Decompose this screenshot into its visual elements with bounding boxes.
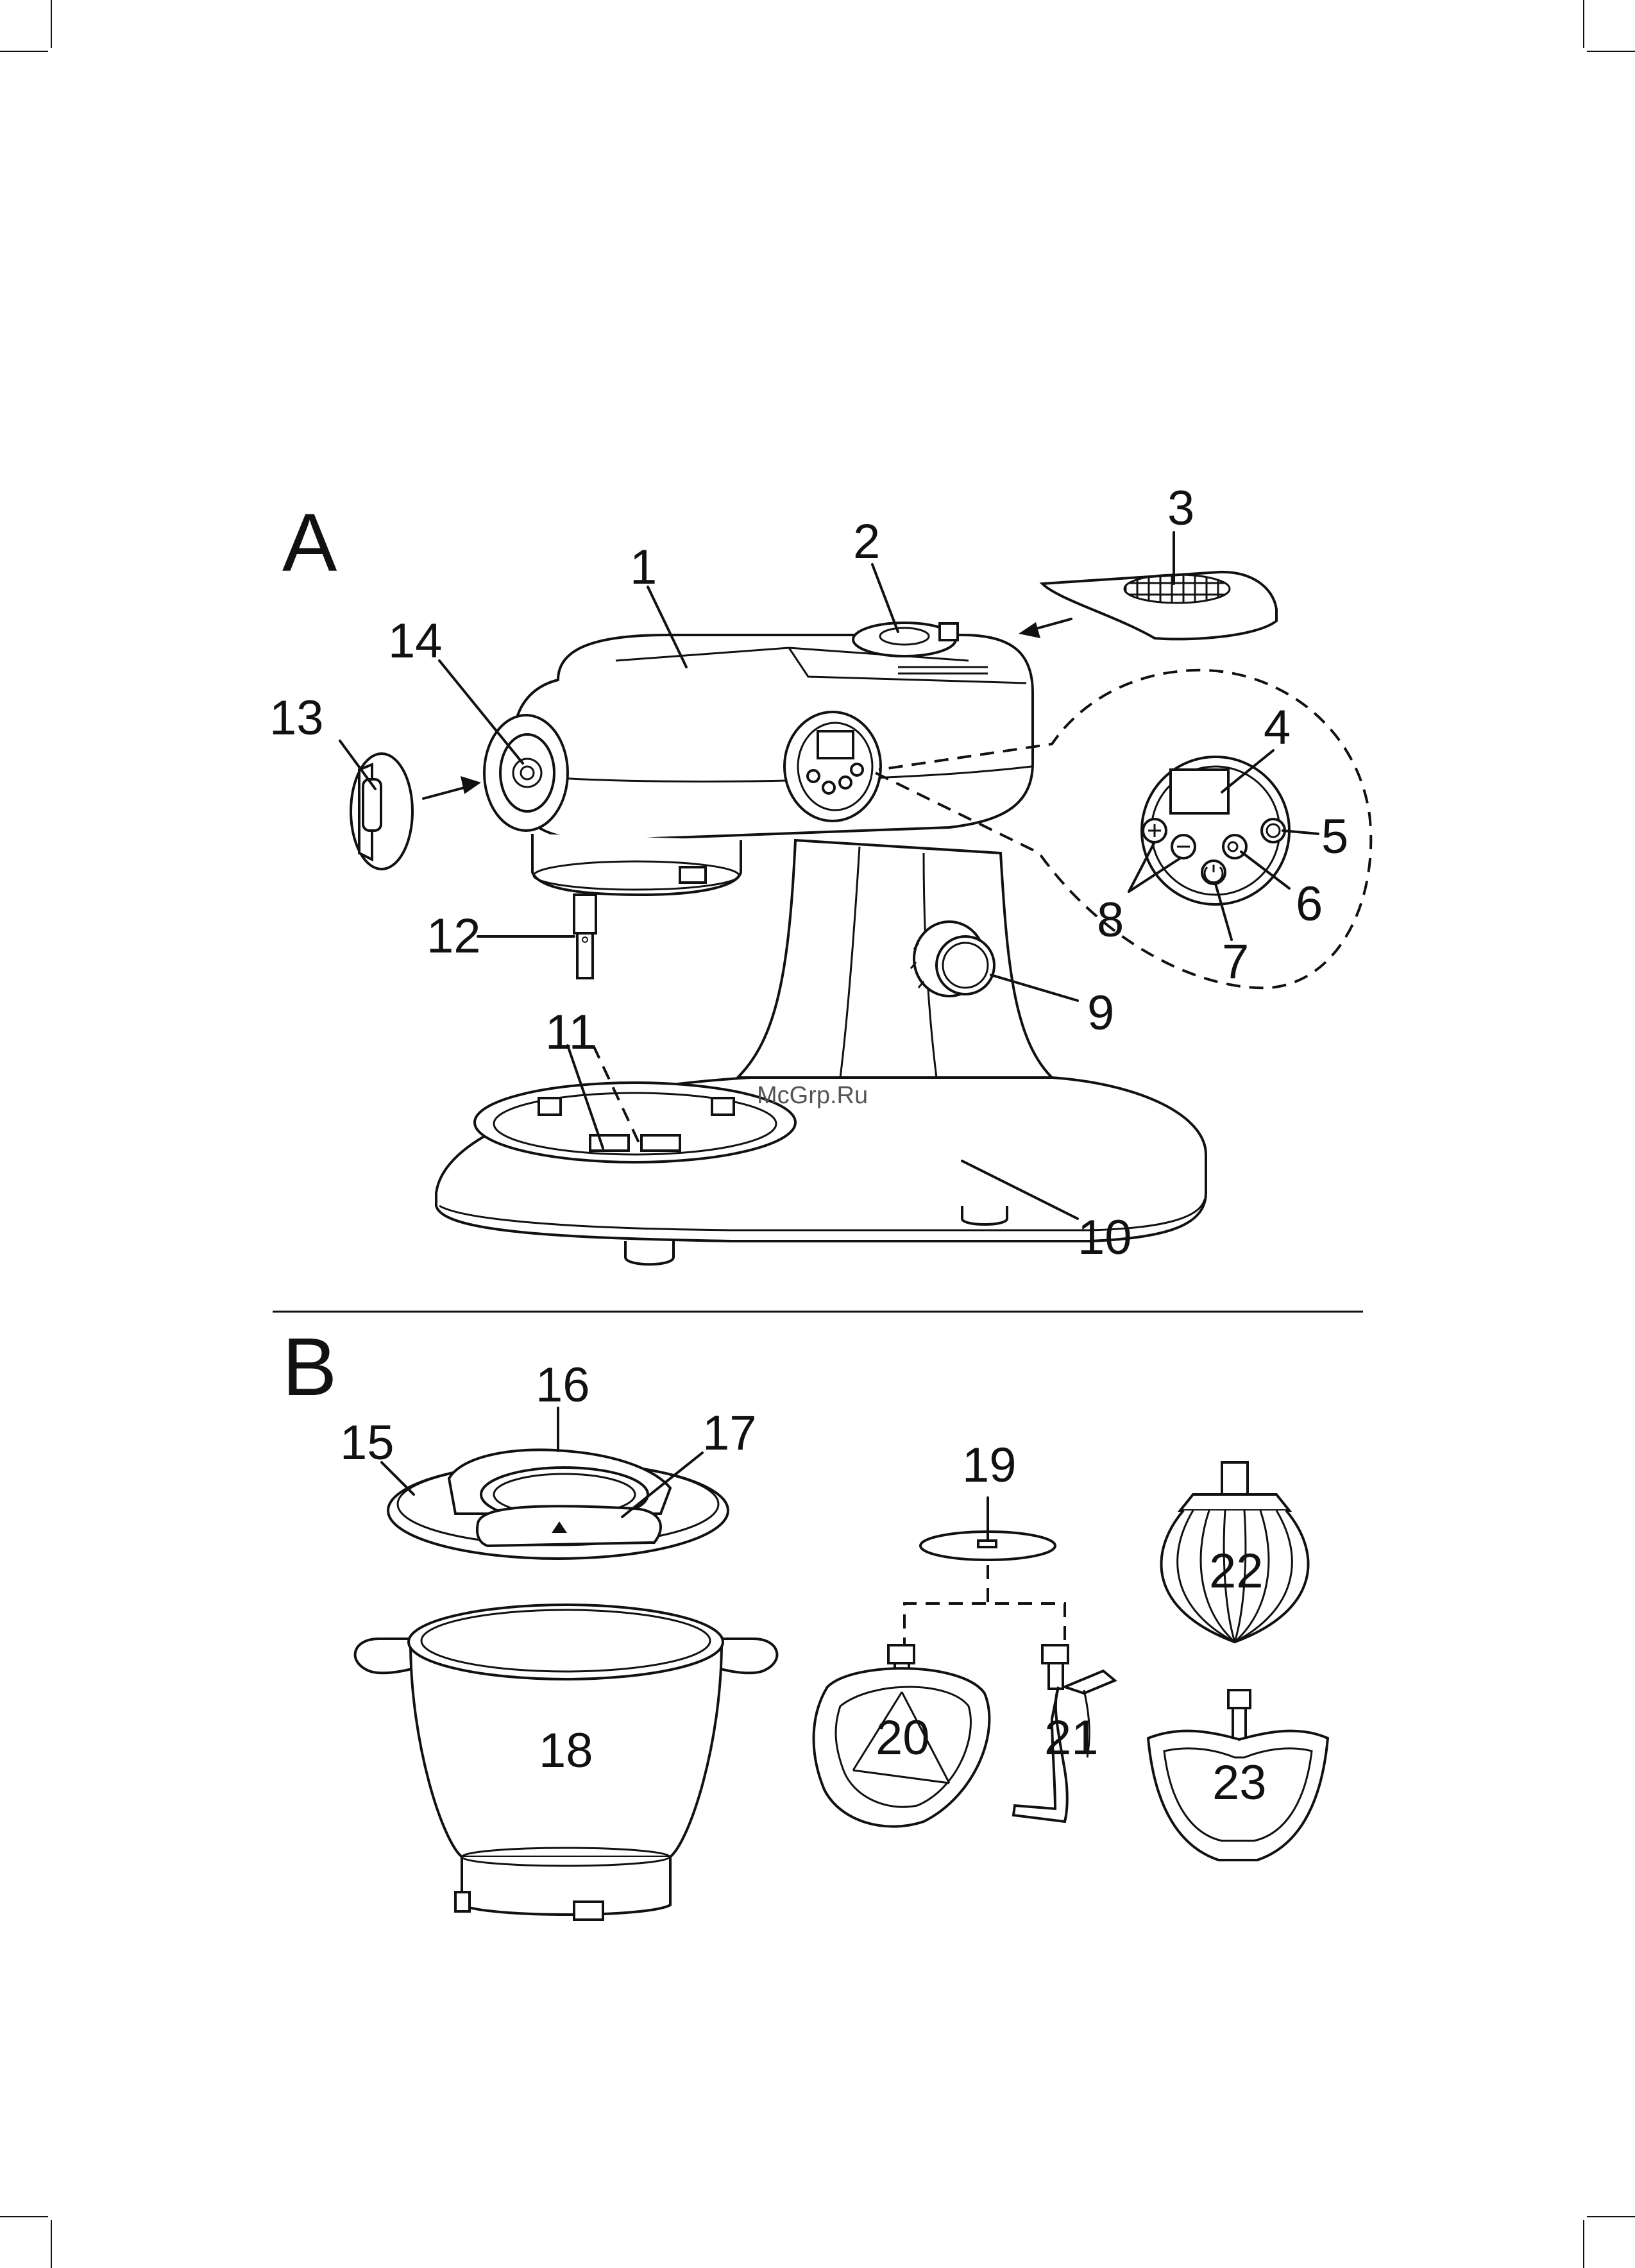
callout-6: 6	[1296, 877, 1323, 931]
callout-19: 19	[962, 1438, 1017, 1493]
bowl-lid	[388, 1450, 728, 1559]
outlet-cover-top	[1042, 572, 1276, 639]
callout-9: 9	[1087, 986, 1114, 1040]
callout-3: 3	[1167, 481, 1194, 536]
callout-21: 21	[1044, 1711, 1099, 1765]
callout-13: 13	[269, 691, 324, 745]
callout-17: 17	[702, 1406, 757, 1460]
callout-16: 16	[536, 1358, 590, 1412]
column-housing	[738, 840, 1052, 1078]
callout-22: 22	[1209, 1544, 1264, 1598]
control-panel-detail	[1142, 757, 1289, 904]
timer-icon	[1223, 835, 1246, 858]
callout-15: 15	[340, 1416, 394, 1470]
watermark: McGrp.Ru	[757, 1082, 868, 1109]
callout-7: 7	[1222, 935, 1249, 989]
callout-11: 11	[545, 1005, 596, 1060]
callout-4: 4	[1264, 700, 1291, 755]
callout-23: 23	[1212, 1756, 1267, 1810]
beater-shaft	[574, 895, 596, 978]
callout-2: 2	[853, 514, 880, 569]
callout-1: 1	[630, 540, 657, 595]
body-control-panel	[784, 712, 881, 821]
outlet-cover	[351, 754, 412, 869]
callout-14: 14	[388, 614, 443, 668]
callout-20: 20	[876, 1711, 930, 1765]
callout-8: 8	[1097, 893, 1124, 947]
callout-18: 18	[539, 1723, 593, 1778]
accessory-connector	[904, 1565, 1065, 1652]
section-label-a: A	[282, 497, 337, 589]
callout-10: 10	[1078, 1210, 1132, 1265]
callout-12: 12	[427, 909, 481, 963]
section-label-b: B	[282, 1321, 337, 1413]
callout-5: 5	[1321, 809, 1348, 864]
